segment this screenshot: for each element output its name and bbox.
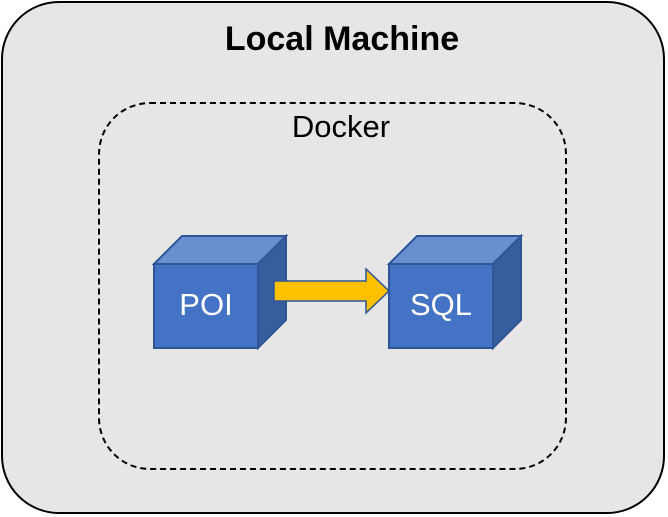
poi-cube-front bbox=[153, 263, 259, 349]
local-machine-title: Local Machine bbox=[224, 20, 460, 58]
arrow-right-icon bbox=[273, 267, 391, 315]
poi-label: POI bbox=[179, 287, 233, 322]
sql-label: SQL bbox=[409, 287, 473, 322]
docker-container bbox=[98, 102, 567, 470]
sql-cube-icon bbox=[386, 233, 524, 351]
sql-cube-front bbox=[388, 263, 494, 349]
docker-title: Docker bbox=[291, 109, 391, 144]
poi-cube-icon bbox=[151, 233, 289, 351]
